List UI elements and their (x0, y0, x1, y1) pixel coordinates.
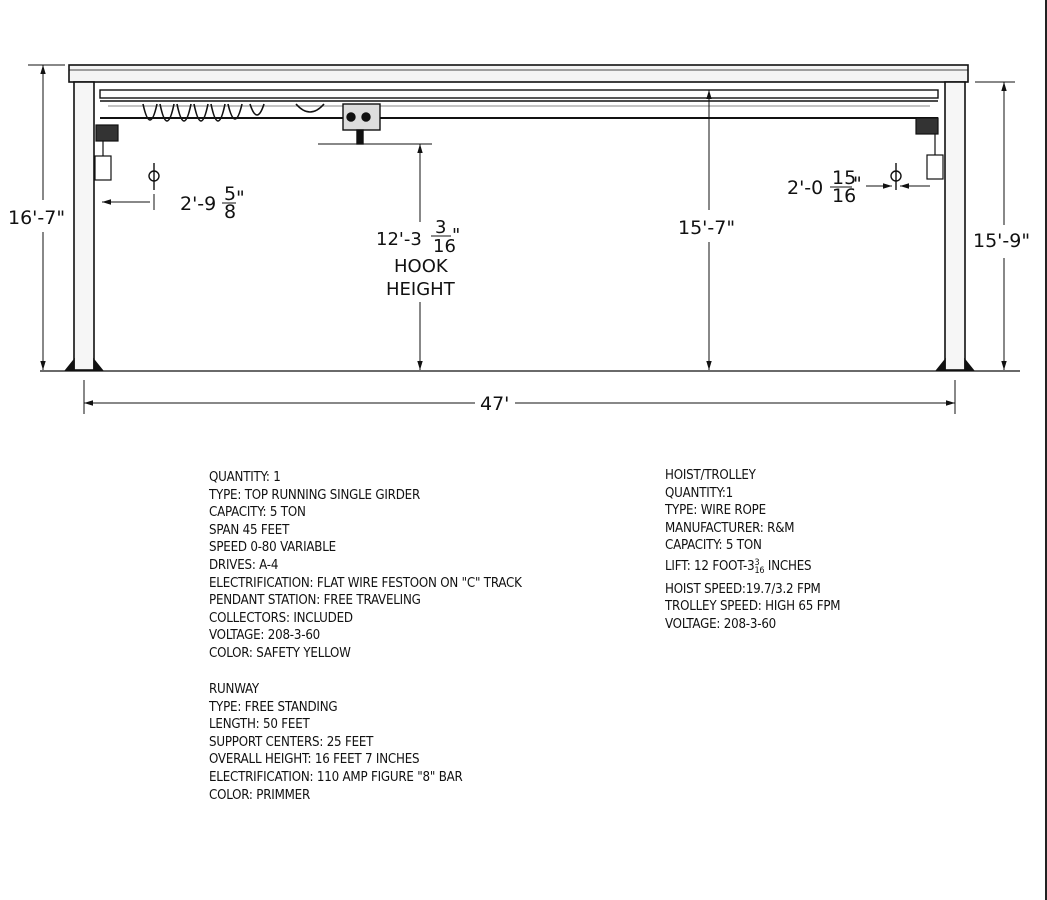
hook-height-label-1: HOOK (394, 256, 449, 277)
left-hook-offset-denominator: 8 (224, 201, 236, 223)
hook-height-denominator: 16 (433, 236, 456, 257)
hoist-spec-line: CAPACITY: 5 TON (665, 538, 762, 554)
runway-spec-line: TYPE: FREE STANDING (209, 699, 338, 715)
runway-beam (68, 64, 969, 83)
lift-fraction-numerator: 3 (754, 557, 760, 568)
right-height-dimension (975, 81, 1015, 370)
runway-spec-line: ELECTRIFICATION: 110 AMP FIGURE "8" BAR (209, 769, 463, 785)
hoist-spec-line: TROLLEY SPEED: HIGH 65 FPM (665, 599, 841, 615)
left-hook-icon (148, 163, 160, 190)
crane-spec-line: DRIVES: A-4 (209, 557, 279, 573)
hoist-spec-line: HOIST SPEED:19.7/3.2 FPM (665, 581, 821, 597)
hoist-spec-line: TYPE: WIRE ROPE (665, 503, 766, 519)
hoist-spec-line: MANUFACTURER: R&M (665, 520, 795, 536)
hook-height-label-2: HEIGHT (386, 279, 456, 300)
crane-spec-line: QUANTITY: 1 (209, 470, 281, 485)
span-dimension (83, 380, 956, 414)
runway-specifications: RUNWAY TYPE: FREE STANDING LENGTH: 50 FEET… (209, 681, 463, 804)
right-end-truck (915, 117, 944, 180)
runway-spec-line: OVERALL HEIGHT: 16 FEET 7 INCHES (209, 752, 420, 768)
crane-spec-line: PENDANT STATION: FREE TRAVELING (209, 593, 421, 609)
crane-spec-line: CAPACITY: 5 TON (209, 505, 306, 521)
overall-height-dimension (28, 64, 65, 370)
hoist-spec-line: LIFT: 12 FOOT-3316 INCHES (665, 555, 840, 581)
page-border (1045, 0, 1047, 900)
hook-height-suffix: " (452, 225, 460, 246)
right-hook-icon (890, 163, 902, 190)
crane-spec-line: SPEED 0-80 VARIABLE (209, 540, 336, 556)
right-hook-offset-suffix: " (853, 173, 862, 195)
right-hook-offset-denominator: 16 (832, 185, 856, 207)
lift-suffix: INCHES (764, 558, 812, 574)
lift-value: LIFT: 12 FOOT-3 (665, 558, 755, 574)
left-hook-offset-label: 2'-9 (180, 193, 216, 215)
crane-spec-line: COLOR: SAFETY YELLOW (209, 645, 351, 661)
hoist-spec-line: VOLTAGE: 208-3-60 (665, 616, 777, 632)
right-height-label: 15'-9" (973, 230, 1030, 252)
crane-spec-line: COLLECTORS: INCLUDED (209, 610, 353, 626)
hook-height-numerator: 3 (435, 217, 446, 238)
hook-height-dimension (318, 143, 432, 370)
left-hook-offset-suffix: " (236, 187, 245, 209)
crane-spec-line: VOLTAGE: 208-3-60 (209, 628, 321, 644)
hoist-trolley (342, 103, 381, 145)
span-label: 47' (480, 393, 509, 415)
hoist-spec-line: QUANTITY:1 (665, 485, 734, 501)
left-hook-offset-dimension (102, 194, 155, 210)
right-column (935, 81, 975, 371)
lift-fraction-denominator: 16 (754, 565, 765, 576)
overall-height-label: 16'-7" (8, 207, 65, 229)
left-column (64, 81, 104, 371)
runway-spec-line: SUPPORT CENTERS: 25 FEET (209, 734, 374, 750)
crane-specifications: QUANTITY: 1 TYPE: TOP RUNNING SINGLE GIRD… (209, 469, 522, 663)
left-hook-offset-numerator: 5 (224, 183, 236, 205)
girder-height-label: 15'-7" (678, 217, 735, 239)
crane-spec-line: TYPE: TOP RUNNING SINGLE GIRDER (209, 487, 420, 503)
right-hook-offset-numerator: 15 (832, 167, 856, 189)
crane-spec-line: ELECTRIFICATION: FLAT WIRE FESTOON ON "C… (209, 575, 522, 591)
bridge-girder (99, 89, 939, 119)
hoist-spec-line: HOIST/TROLLEY (665, 468, 756, 483)
left-end-truck (94, 124, 119, 181)
festoon-cable-loops (142, 103, 325, 122)
crane-spec-line: SPAN 45 FEET (209, 522, 290, 538)
runway-spec-line: LENGTH: 50 FEET (209, 717, 310, 733)
hook-height-value: 12'-3 (376, 229, 422, 250)
runway-spec-line: RUNWAY (209, 682, 259, 697)
runway-spec-line: COLOR: PRIMMER (209, 787, 311, 803)
right-hook-offset-label: 2'-0 (787, 177, 823, 199)
